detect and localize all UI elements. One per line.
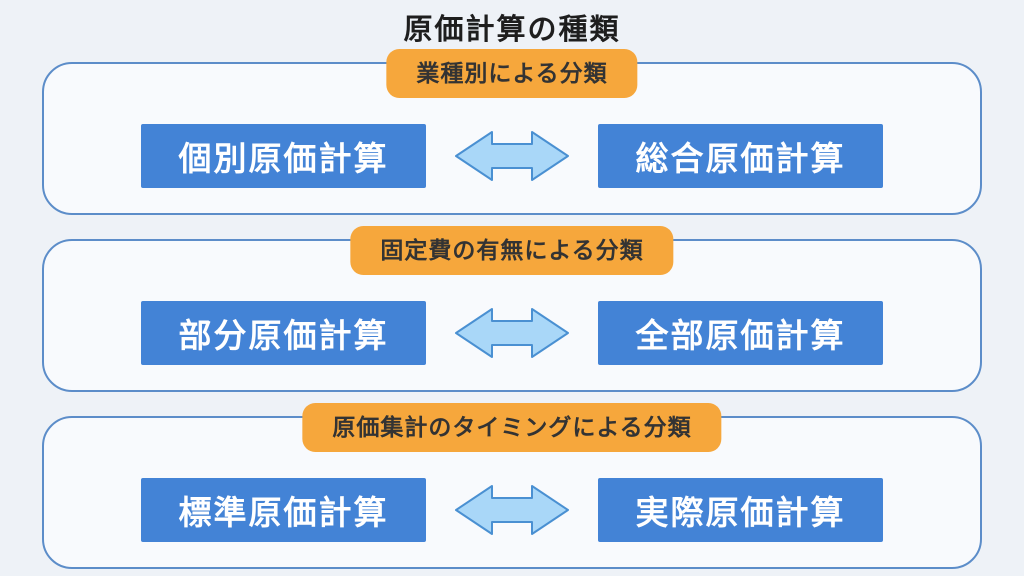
box-job-order-costing: 個別原価計算 [141,123,426,188]
section-badge: 原価集計のタイミングによる分類 [302,403,722,452]
box-process-costing: 総合原価計算 [598,123,883,188]
section-fixed-cost-classification: 固定費の有無による分類 部分原価計算 全部原価計算 [42,226,982,392]
left-right-double-arrow-icon [454,128,570,184]
box-partial-costing: 部分原価計算 [141,300,426,365]
box-full-costing: 全部原価計算 [598,300,883,365]
section-row: 部分原価計算 全部原価計算 [44,241,980,390]
section-row: 標準原価計算 実際原価計算 [44,418,980,567]
box-actual-costing: 実際原価計算 [598,477,883,542]
box-standard-costing: 標準原価計算 [141,477,426,542]
section-row: 個別原価計算 総合原価計算 [44,64,980,213]
page-title: 原価計算の種類 [403,14,621,46]
section-timing-classification: 原価集計のタイミングによる分類 標準原価計算 実際原価計算 [42,403,982,569]
left-right-double-arrow-icon [454,482,570,538]
section-industry-classification: 業種別による分類 個別原価計算 総合原価計算 [42,49,982,215]
section-badge: 固定費の有無による分類 [350,226,674,275]
left-right-double-arrow-icon [454,305,570,361]
section-badge: 業種別による分類 [386,49,638,98]
